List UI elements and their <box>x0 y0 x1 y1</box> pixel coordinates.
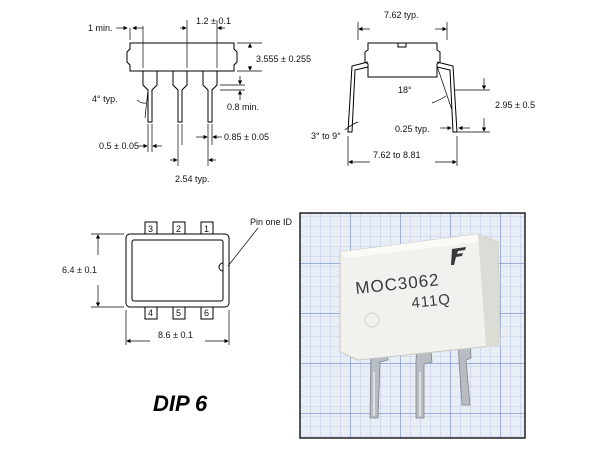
side-view: 1 min. 1.2 ± 0.1 3.555 ± 0.255 4° typ. 0… <box>88 16 311 184</box>
pin-1 <box>200 221 214 235</box>
component-photo: MOC3062 411Q <box>299 212 526 439</box>
side-pins <box>142 71 218 123</box>
dim-body-length: 8.6 ± 0.1 <box>158 330 193 340</box>
dim-body-height: 3.555 ± 0.255 <box>256 54 311 64</box>
dim-angle-18: 18° <box>398 85 412 95</box>
pin-3 <box>144 221 158 235</box>
top-body-inner <box>131 239 224 302</box>
dim-angle-4: 4° typ. <box>92 94 118 104</box>
end-view: 7.62 typ. 18° 2.95 ± 0.5 3° to 9° 0.25 t… <box>311 10 535 166</box>
dim-seated-height: 2.95 ± 0.5 <box>495 100 535 110</box>
pin-label-2: 2 <box>176 224 181 234</box>
dim-row-spacing: 7.62 typ. <box>384 10 419 20</box>
top-view: 3 2 1 4 5 6 Pin one ID 6.4 ± 0.1 8.6 ± 0… <box>62 217 293 345</box>
dim-shoulder-width: 0.85 ± 0.05 <box>224 132 269 142</box>
dim-pin-width-top: 1.2 ± 0.1 <box>196 16 231 26</box>
end-body-outline <box>364 42 441 78</box>
photo-pin1-dimple <box>364 312 380 328</box>
dim-pitch: 2.54 typ. <box>175 174 210 184</box>
pin-one-notch <box>218 262 224 272</box>
dim-lead-span: 7.62 to 8.81 <box>373 150 421 160</box>
fairchild-logo <box>451 247 466 265</box>
dim-body-width: 6.4 ± 0.1 <box>62 265 97 275</box>
top-body-outline <box>125 233 230 308</box>
package-title: DIP 6 <box>153 391 208 416</box>
pin-one-id-label: Pin one ID <box>250 217 293 227</box>
pin-4 <box>144 306 158 320</box>
dim-lead-width: 0.5 ± 0.05 <box>99 141 139 151</box>
photo-frame <box>299 212 526 439</box>
dim-lead-thickness: 0.25 typ. <box>395 124 430 134</box>
photo-date-code: 411Q <box>411 291 452 312</box>
pin-label-3: 3 <box>148 224 153 234</box>
side-body-outline <box>126 42 238 72</box>
pin-label-1: 1 <box>204 224 209 234</box>
end-notch <box>397 42 407 48</box>
pin-label-5: 5 <box>176 308 181 318</box>
dim-min-08: 0.8 min. <box>227 102 259 112</box>
pin-2 <box>172 221 186 235</box>
pin-6 <box>200 306 214 320</box>
pin-label-4: 4 <box>148 308 153 318</box>
dim-one-min: 1 min. <box>88 23 113 33</box>
pin-5 <box>172 306 186 320</box>
pin-label-6: 6 <box>204 308 209 318</box>
dim-angle-3-9: 3° to 9° <box>311 131 341 141</box>
